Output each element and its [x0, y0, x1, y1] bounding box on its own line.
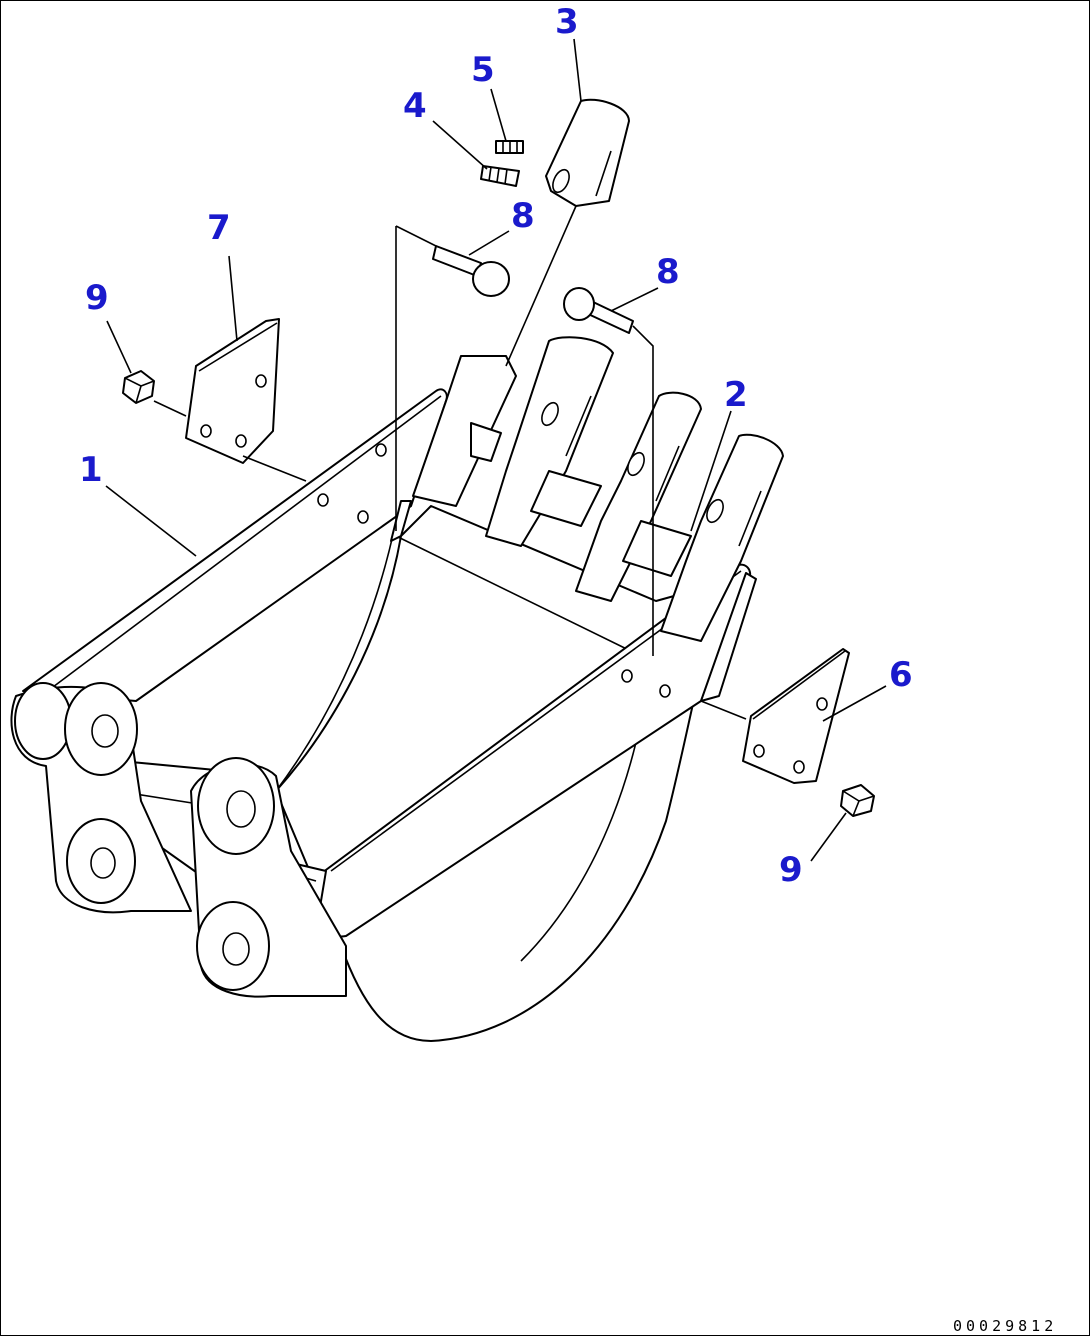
callout-9-upper: 9 — [85, 278, 109, 318]
callout-5: 5 — [471, 50, 495, 90]
callout-9-lower: 9 — [779, 850, 803, 890]
side-cutters — [185, 318, 850, 784]
lock-parts — [480, 140, 524, 187]
callout-2: 2 — [724, 375, 748, 415]
drawing-reference-code: 00029812 — [953, 1317, 1057, 1335]
leader-lines — [105, 38, 887, 862]
callout-4: 4 — [403, 86, 427, 126]
bucket-body — [10, 388, 757, 1042]
assembly-lines — [153, 205, 747, 720]
tooth-adapters — [412, 336, 784, 642]
callout-1: 1 — [79, 450, 103, 490]
tooth-point — [545, 98, 630, 207]
nuts — [122, 370, 875, 817]
callout-8-lower: 8 — [656, 252, 680, 292]
callout-6: 6 — [889, 655, 913, 695]
callout-8-upper: 8 — [511, 196, 535, 236]
bolts — [432, 245, 634, 334]
callout-3: 3 — [555, 2, 579, 42]
callout-7: 7 — [207, 208, 231, 248]
callout-numbers: 1 2 3 4 5 6 7 8 8 9 9 — [79, 2, 913, 890]
